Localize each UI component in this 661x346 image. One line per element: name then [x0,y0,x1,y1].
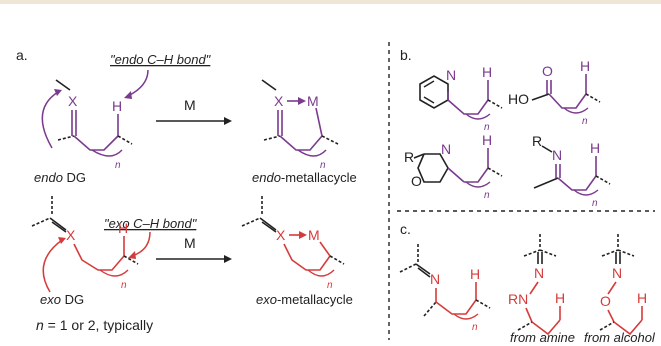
svg-text:N: N [430,271,440,287]
endo-n-sub: n [115,160,121,171]
svg-text:n: n [592,198,598,209]
from-alcohol-label: from alcohol [584,330,656,345]
reagent-m-bottom: M [184,235,196,251]
svg-text:n: n [484,190,490,201]
endo-x-atom: X [68,93,78,109]
svg-text:H: H [590,140,600,156]
carboxylic-acid-dg: O HO n H [508,58,601,127]
svg-text:N: N [534,265,544,281]
svg-text:H: H [482,64,492,80]
oxime-dg: N O H [599,234,647,336]
svg-text:n: n [582,116,588,127]
exo-imine-dg: N n H [399,244,491,333]
from-amine-label: from amine [510,330,575,345]
reagent-m-top: M [184,97,196,113]
exo-dg-molecule: X n H [31,196,139,291]
endo-product-label: endo-metallacycle [252,170,357,185]
endo-bond-label: "endo C–H bond" [110,52,212,67]
imine-dg: R N n H [532,133,611,209]
svg-text:N: N [441,141,451,157]
svg-text:R: R [404,149,414,165]
endo-metallacycle: X M n [261,79,339,171]
svg-text:O: O [542,63,553,79]
exo-metallacycle: X M n [241,196,345,291]
exo-x-atom: X [66,227,76,243]
svg-text:H: H [580,58,590,74]
svg-text:N: N [612,265,622,281]
svg-text:HO: HO [508,91,529,107]
svg-text:O: O [600,293,611,309]
svg-text:n: n [484,122,490,133]
svg-text:N: N [446,67,456,83]
top-rule [0,0,661,4]
svg-text:N: N [552,147,562,163]
panel-b-label: b. [400,47,412,63]
svg-text:n: n [320,160,326,171]
svg-text:R: R [532,133,542,149]
pyridine-dg: N n H [419,64,503,133]
endo-prod-x: X [274,93,284,109]
exo-product-label: exo-metallacycle [256,292,353,307]
svg-text:n: n [327,280,333,291]
panel-a-label: a. [16,47,28,63]
svg-text:n: n [121,280,127,291]
svg-text:RN: RN [508,291,528,307]
oxazoline-dg: R N O n H [404,132,503,201]
svg-text:H: H [637,290,647,306]
svg-text:H: H [482,132,492,148]
svg-text:O: O [411,173,422,189]
exo-bond-label: "exo C–H bond" [104,216,198,231]
svg-text:n: n [472,322,478,333]
exo-dg-label: exo DG [40,292,84,307]
endo-h-atom: H [112,98,122,114]
n-note: n = 1 or 2, typically [36,317,153,333]
endo-prod-m: M [307,93,319,109]
endo-dg-molecule: X n H [55,79,133,171]
hydrazone-dg: N RN H [508,234,565,336]
panel-c-label: c. [400,221,411,237]
exo-h-atom: H [118,220,128,236]
svg-text:H: H [470,266,480,282]
exo-prod-m: M [308,227,320,243]
endo-dg-label: endo DG [34,170,86,185]
svg-text:H: H [555,290,565,306]
exo-prod-x: X [276,227,286,243]
